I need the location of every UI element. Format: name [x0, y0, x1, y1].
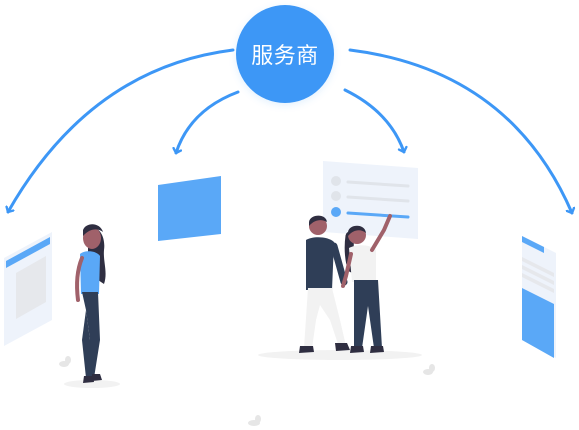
service-provider-node: 服务商 [236, 5, 334, 103]
arrow-to-right-outer [348, 48, 572, 215]
blue-card [158, 176, 221, 241]
ground-shadow-woman [64, 380, 120, 388]
woman-figure [75, 224, 106, 383]
arrow-to-left-inner [176, 90, 240, 155]
checklist-bullet-1 [331, 176, 341, 186]
man-figure [299, 215, 350, 353]
plant-right [423, 364, 435, 375]
arrow-to-left-outer [8, 48, 235, 214]
plant-bottom [248, 415, 261, 426]
ground-shadow-couple [258, 350, 422, 360]
woman-pointing-figure [341, 214, 392, 353]
checklist-bullet-2 [331, 191, 341, 201]
checklist-bullet-3 [331, 207, 341, 217]
plant-left [59, 356, 71, 367]
service-provider-label: 服务商 [251, 44, 319, 69]
left-document-panel [4, 232, 52, 346]
checklist-board [323, 161, 418, 239]
right-document-panel [522, 236, 556, 358]
arrow-to-right-inner [343, 88, 404, 154]
